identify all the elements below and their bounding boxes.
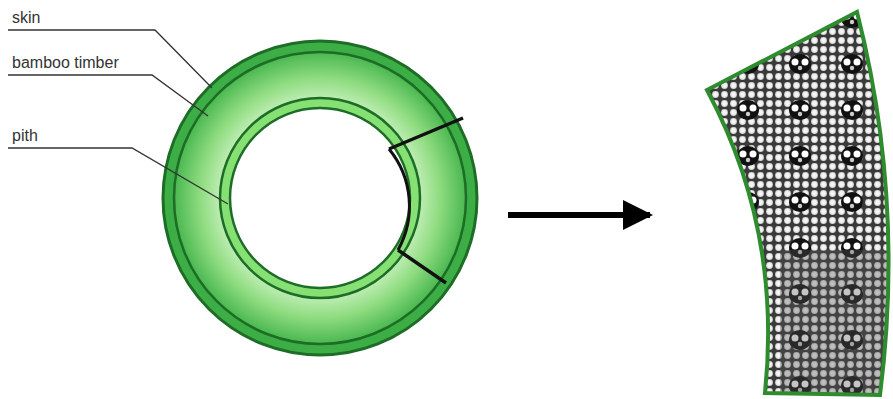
leader-line xyxy=(8,148,228,204)
part-label: pith xyxy=(12,126,38,145)
skin-ring xyxy=(163,41,477,355)
wedge-cut xyxy=(389,118,463,149)
micrograph-outline xyxy=(707,12,889,395)
wedge-cut xyxy=(389,149,409,250)
leader-line xyxy=(8,75,208,116)
transition-arrow xyxy=(508,212,650,218)
micrograph xyxy=(700,0,893,399)
hollow xyxy=(230,108,410,288)
part-label: skin xyxy=(12,8,40,27)
wedge-cut xyxy=(398,250,446,283)
leader-line xyxy=(8,30,212,88)
part-label: bamboo timber xyxy=(12,53,119,72)
pith-ring xyxy=(220,98,420,298)
